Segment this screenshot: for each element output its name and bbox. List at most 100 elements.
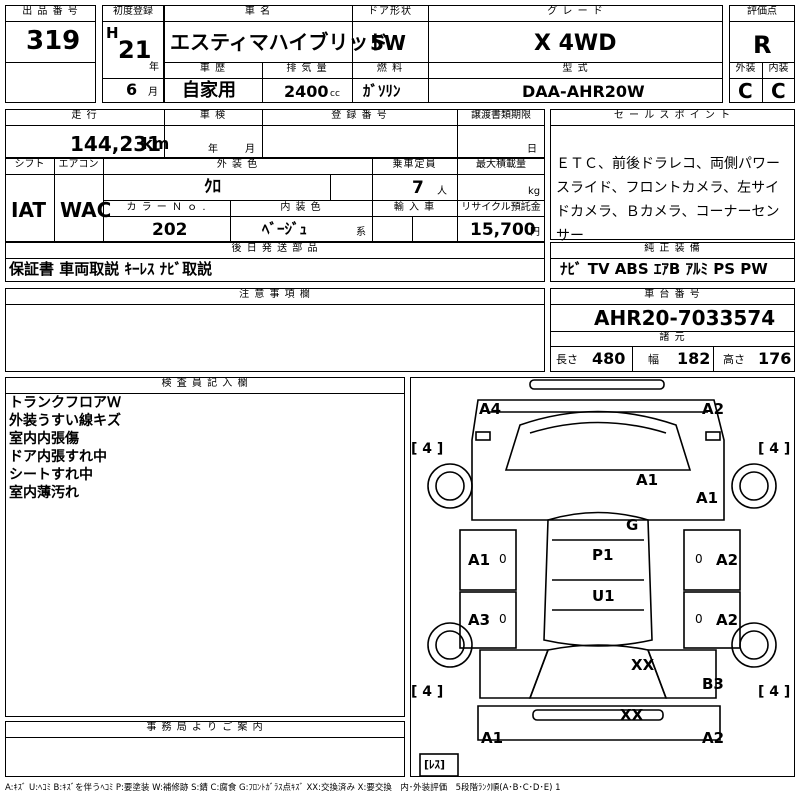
legend: A:ｷｽﾞ U:ﾍｺﾐ B:ｷｽﾞを伴うﾍｺﾐ P:要塗装 W:補修跡 S:錆 …: [5, 783, 561, 793]
inspector-box: [5, 377, 405, 717]
month-unit: 月: [148, 87, 158, 98]
length: 480: [592, 349, 626, 368]
tire-tread: [ 4 ]: [411, 684, 444, 700]
door-label: ドア形状: [368, 6, 412, 17]
car-name-box: [164, 5, 723, 103]
registration-number-label: 登 録 番 号: [331, 110, 388, 121]
door-handle-mark: 0: [695, 552, 703, 566]
damage-mark: A4: [479, 400, 502, 418]
recycle-fee: 15,700: [470, 220, 536, 240]
lot-number-box: [5, 5, 96, 103]
genuine-equipment-label: 純 正 装 備: [644, 243, 701, 254]
inspector-line: 外装うすい線キズ: [9, 413, 121, 429]
inspector-line: 室内薄汚れ: [9, 485, 79, 501]
color-number-label: カ ラ ー Ｎ ｏ .: [126, 202, 207, 213]
grade: X 4WD: [534, 31, 617, 56]
inspector-line: 室内内張傷: [9, 431, 79, 447]
damage-mark: A1: [468, 551, 491, 569]
tire-tread: [ 4 ]: [411, 441, 444, 457]
chassis-box: [550, 288, 795, 372]
fuel: ｶﾞｿﾘﾝ: [363, 82, 401, 100]
accessories-text: 保証書 車両取説 ｷｰﾚｽ ﾅﾋﾞ取説: [9, 260, 213, 278]
damage-mark: A1: [481, 729, 504, 747]
damage-mark: XX: [620, 706, 644, 724]
first-registration-label: 初度登録: [113, 6, 153, 17]
interior-color: ﾍﾞｰｼﾞｭ: [262, 220, 308, 238]
damage-mark: A2: [716, 551, 739, 569]
lot-number: 319: [26, 26, 81, 56]
mileage-section: [5, 109, 545, 158]
spare-tire-mark: [ﾚｽ]: [424, 758, 446, 771]
fuel-label: 燃 料: [376, 63, 404, 74]
mileage-label: 走 行: [71, 110, 98, 121]
damage-mark: A1: [636, 471, 659, 489]
interior-label: 内装: [768, 63, 789, 74]
office-notice-label: 事 務 局 よ り ご 案 内: [146, 722, 264, 733]
recycle-label: リサイクル預託金: [461, 202, 541, 213]
lot-number-label: 出 品 番 号: [22, 6, 79, 17]
chassis-number: AHR20-7033574: [594, 306, 776, 330]
sales-point-text: ＥＴＣ、前後ドラレコ、両側パワースライド、フロントカメラ、左サイドカメラ、Ｂカメ…: [556, 156, 780, 244]
damage-mark: P1: [592, 546, 614, 564]
inspection-year-unit: 年: [208, 144, 218, 155]
damage-mark: XX: [631, 656, 655, 674]
model-label: 型 式: [562, 63, 589, 74]
door-handle-mark: 0: [499, 552, 507, 566]
first-registration-box: [102, 5, 164, 103]
damage-mark: A2: [702, 400, 725, 418]
import-label: 輸 入 車: [393, 202, 436, 213]
width: 182: [677, 349, 711, 368]
genuine-equipment: ﾅﾋﾞ TV ABS ｴｱB ｱﾙﾐ PS PW: [560, 260, 768, 278]
model-code: DAA-AHR20W: [522, 82, 645, 101]
exterior-color: ｸﾛ: [204, 177, 221, 197]
max-load-unit: kg: [528, 186, 541, 197]
damage-mark: A3: [468, 611, 491, 629]
chassis-label: 車 台 番 号: [644, 289, 701, 300]
tire-tread: [ 4 ]: [758, 684, 791, 700]
accessories-box: [5, 242, 545, 282]
mileage: 144,231: [70, 132, 162, 156]
history: 自家用: [182, 80, 236, 101]
damage-mark: B3: [702, 675, 724, 693]
damage-mark: G: [626, 516, 639, 534]
sales-point-box: [550, 109, 795, 240]
tire-tread: [ 4 ]: [758, 441, 791, 457]
inspector-line: ドア内張すれ中: [9, 449, 107, 465]
exterior-score: C: [738, 79, 753, 103]
damage-mark: U1: [592, 587, 615, 605]
displacement: 2400: [284, 82, 329, 101]
recycle-unit: 円: [530, 227, 540, 238]
transfer-day-unit: 日: [527, 144, 537, 155]
dimensions-label: 諸 元: [659, 332, 686, 343]
length-label: 長さ: [556, 353, 578, 366]
car-name: エスティマハイブリッド: [170, 30, 389, 54]
damage-mark: A1: [696, 489, 719, 507]
door-handle-mark: 0: [499, 612, 507, 626]
shift-label: シフト: [14, 159, 45, 170]
exterior-color-label: 外 装 色: [216, 159, 259, 170]
grade-label: グ レ ー ド: [547, 6, 604, 17]
displacement-label: 排 気 量: [286, 63, 328, 74]
color-number: 202: [152, 220, 188, 240]
first-registration-month: 6: [126, 80, 138, 99]
aircon: WAC: [60, 198, 112, 222]
displacement-unit: cc: [330, 89, 340, 99]
transfer-deadline-label: 譲渡書類期限: [471, 110, 531, 121]
capacity-label: 乗車定員: [392, 159, 437, 170]
interior-color-unit: 系: [356, 227, 366, 238]
inspector-line: トランクフロアＷ: [9, 395, 121, 411]
damage-diagram-box: [410, 377, 795, 777]
height-label: 高さ: [723, 353, 745, 366]
history-label: 車 歴: [199, 63, 227, 74]
office-notice-box: [5, 721, 405, 777]
sales-point-label: セ ー ル ス ポ イ ン ト: [613, 110, 732, 121]
capacity-unit: 人: [437, 186, 447, 197]
car-name-label: 車 名: [244, 6, 272, 17]
era-mark: H: [106, 24, 119, 42]
first-registration-year: 21: [118, 36, 152, 64]
shift: IAT: [11, 198, 47, 222]
aircon-label: エアコン: [58, 159, 99, 170]
inspector-line: シートすれ中: [9, 467, 93, 483]
mileage-unit: km: [142, 134, 170, 153]
